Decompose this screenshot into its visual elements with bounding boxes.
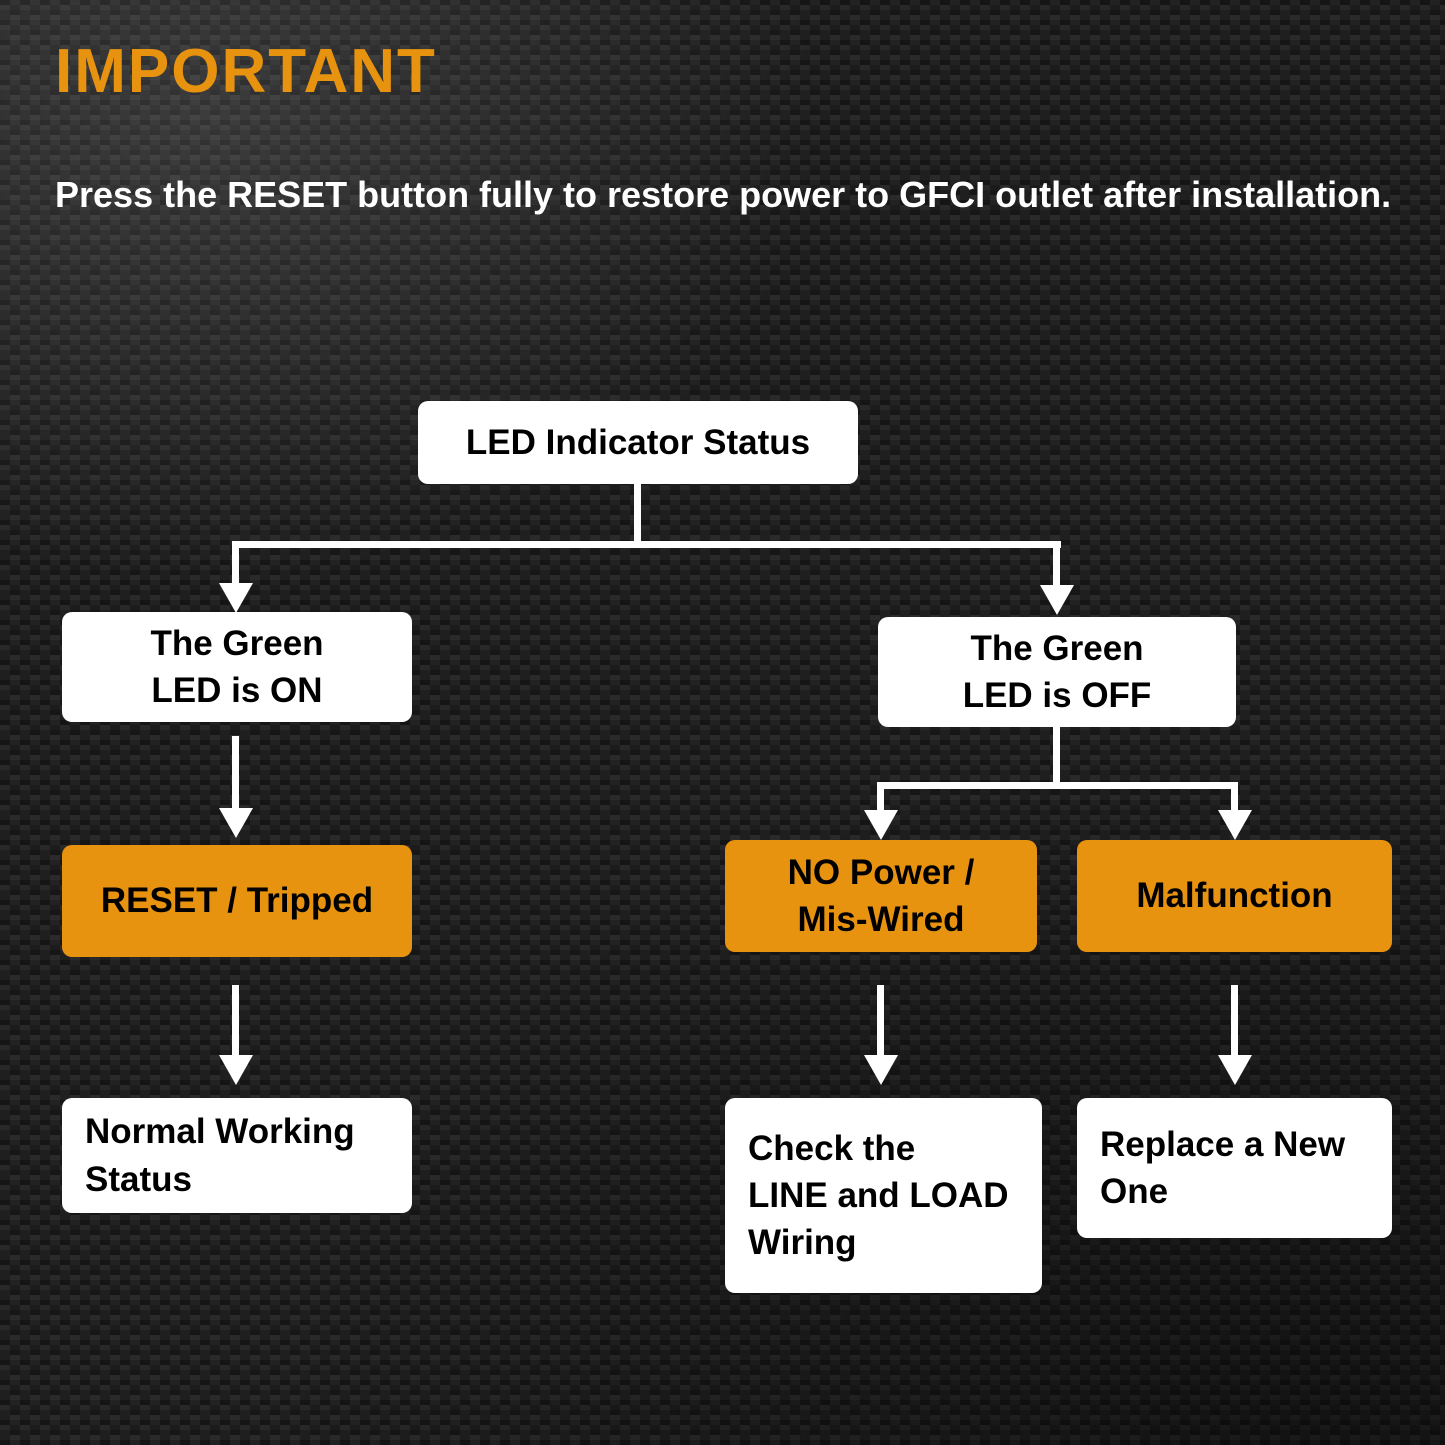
node-malfunction: Malfunction: [1077, 840, 1392, 952]
connector-right-drop: [1053, 541, 1060, 587]
node-label: LED Indicator Status: [465, 422, 811, 462]
connector-off-stem: [1053, 727, 1060, 789]
node-no-power-miswired: NO Power / Mis-Wired: [725, 840, 1037, 952]
connector-nopower-drop: [877, 782, 884, 812]
node-label: Wiring: [748, 1223, 857, 1263]
node-check-line-load-wiring: Check the LINE and LOAD Wiring: [725, 1098, 1042, 1293]
connector-root-stem: [634, 484, 641, 548]
node-normal-working-status: Normal Working Status: [62, 1098, 412, 1213]
node-label: One: [1100, 1172, 1169, 1211]
node-label: LED is ON: [151, 671, 323, 710]
arrow-down-icon: [1218, 810, 1252, 840]
node-label: Check the: [748, 1128, 916, 1168]
connector-split-bar-2: [877, 782, 1238, 789]
arrow-down-icon: [864, 1055, 898, 1085]
node-reset-tripped: RESET / Tripped: [62, 845, 412, 957]
node-label: The Green: [970, 628, 1144, 668]
node-label: The Green: [150, 623, 324, 663]
important-heading: IMPORTANT: [55, 37, 437, 106]
node-label: Mis-Wired: [797, 900, 965, 939]
node-label: Normal Working: [85, 1112, 355, 1152]
node-led-indicator-status: LED Indicator Status: [418, 401, 858, 484]
connector-reset-to-normal: [232, 985, 239, 1057]
node-label: Malfunction: [1136, 876, 1333, 916]
connector-split-bar: [232, 541, 1061, 548]
connector-malfunction-to-replace: [1231, 985, 1238, 1057]
node-label: NO Power /: [787, 852, 975, 892]
arrow-down-icon: [864, 810, 898, 840]
node-label: Replace a New: [1100, 1124, 1346, 1164]
connector-nopower-to-check: [877, 985, 884, 1057]
connector-left-drop: [232, 541, 239, 585]
arrow-down-icon: [1040, 585, 1074, 615]
instruction-text: Press the RESET button fully to restore …: [55, 174, 1392, 215]
arrow-down-icon: [219, 808, 253, 838]
connector-malfunction-drop: [1231, 782, 1238, 812]
node-label: LED is OFF: [962, 676, 1152, 715]
node-label: RESET / Tripped: [100, 881, 374, 921]
arrow-down-icon: [219, 583, 253, 613]
node-label: LINE and LOAD: [748, 1175, 1009, 1215]
node-green-led-off: The Green LED is OFF: [878, 617, 1236, 727]
node-replace-new-one: Replace a New One: [1077, 1098, 1392, 1238]
connector-on-to-reset: [232, 736, 239, 810]
node-green-led-on: The Green LED is ON: [62, 612, 412, 722]
node-label: Status: [85, 1159, 192, 1199]
arrow-down-icon: [219, 1055, 253, 1085]
arrow-down-icon: [1218, 1055, 1252, 1085]
